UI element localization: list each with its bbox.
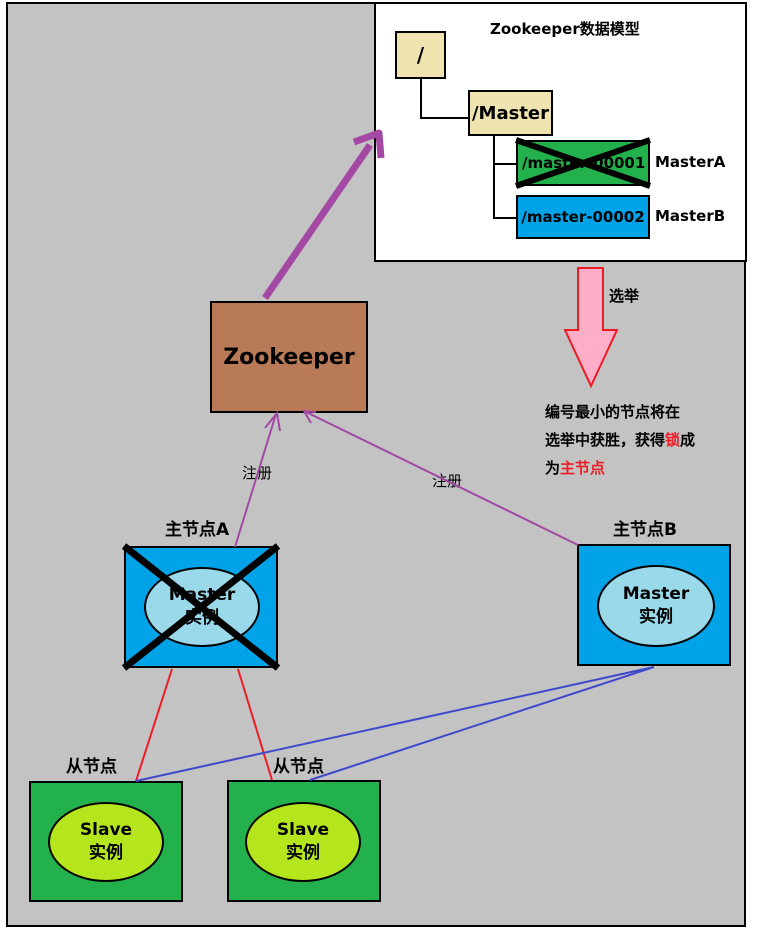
zk-to-model-arrow-shaft bbox=[262, 143, 373, 300]
slave-1-title: 从节点 bbox=[66, 757, 117, 777]
election-note-line3-a: 为 bbox=[545, 459, 561, 477]
slave-1-line1: Slave bbox=[79, 820, 133, 841]
election-note-line2-b: 成 bbox=[680, 431, 696, 449]
zk-master-node: /Master bbox=[468, 90, 553, 136]
election-note-line2-a: 选举中获胜，获得 bbox=[545, 431, 666, 449]
tree-line-node-b bbox=[493, 164, 516, 219]
zookeeper-box: Zookeeper bbox=[210, 301, 368, 413]
zk-node-a-owner: MasterA bbox=[655, 153, 726, 171]
master-a-title: 主节点A bbox=[165, 520, 230, 540]
tree-line-node-a bbox=[493, 136, 516, 165]
election-arrow bbox=[563, 267, 619, 389]
sync-line-a-slave-1 bbox=[135, 668, 173, 782]
register-arrow-head-a bbox=[264, 410, 281, 432]
master-b-title: 主节点B bbox=[613, 520, 677, 540]
zk-node-b-label: /master-00002 bbox=[521, 208, 645, 226]
master-b-instance-ellipse: Master 实例 bbox=[597, 565, 715, 647]
sync-line-b-slave-2 bbox=[309, 666, 655, 781]
election-note-line3: 为主节点 bbox=[545, 454, 695, 482]
zk-to-model-arrow-head bbox=[352, 129, 385, 159]
master-a-cross-line-2 bbox=[121, 543, 281, 671]
register-line-master-a bbox=[234, 413, 277, 548]
slave-1-line2: 实例 bbox=[89, 843, 123, 863]
tree-line-root-master bbox=[420, 79, 468, 119]
election-note-master: 主节点 bbox=[560, 459, 606, 477]
slave-2-title: 从节点 bbox=[273, 757, 324, 777]
election-arrow-label: 选举 bbox=[609, 287, 640, 305]
election-note-lock: 锁 bbox=[665, 431, 681, 449]
sync-line-a-slave-2 bbox=[237, 668, 273, 781]
zk-model-title: Zookeeper数据模型 bbox=[490, 20, 640, 38]
register-line-master-b bbox=[305, 411, 579, 546]
register-arrow-head-b bbox=[302, 409, 317, 424]
slave-1-instance-ellipse: Slave 实例 bbox=[48, 802, 164, 882]
zk-node-master-00002: /master-00002 bbox=[516, 195, 650, 239]
zookeeper-label: Zookeeper bbox=[223, 344, 355, 370]
master-b-line2: 实例 bbox=[639, 607, 673, 627]
election-note: 编号最小的节点将在 选举中获胜，获得锁成 为主节点 bbox=[545, 398, 695, 482]
zk-root-node: / bbox=[395, 31, 446, 79]
zk-node-b-owner: MasterB bbox=[655, 207, 726, 225]
node-a-cross-line-2 bbox=[515, 137, 651, 189]
slave-2-instance-ellipse: Slave 实例 bbox=[245, 802, 361, 882]
election-note-line1: 编号最小的节点将在 bbox=[545, 403, 681, 421]
zk-root-label: / bbox=[416, 43, 425, 67]
sync-line-b-slave-1 bbox=[135, 666, 655, 782]
master-b-line1: Master bbox=[622, 584, 690, 605]
slave-2-line1: Slave bbox=[276, 820, 330, 841]
election-note-line2: 选举中获胜，获得锁成 bbox=[545, 426, 695, 454]
zk-master-label: /Master bbox=[471, 102, 550, 124]
slave-2-line2: 实例 bbox=[286, 843, 320, 863]
